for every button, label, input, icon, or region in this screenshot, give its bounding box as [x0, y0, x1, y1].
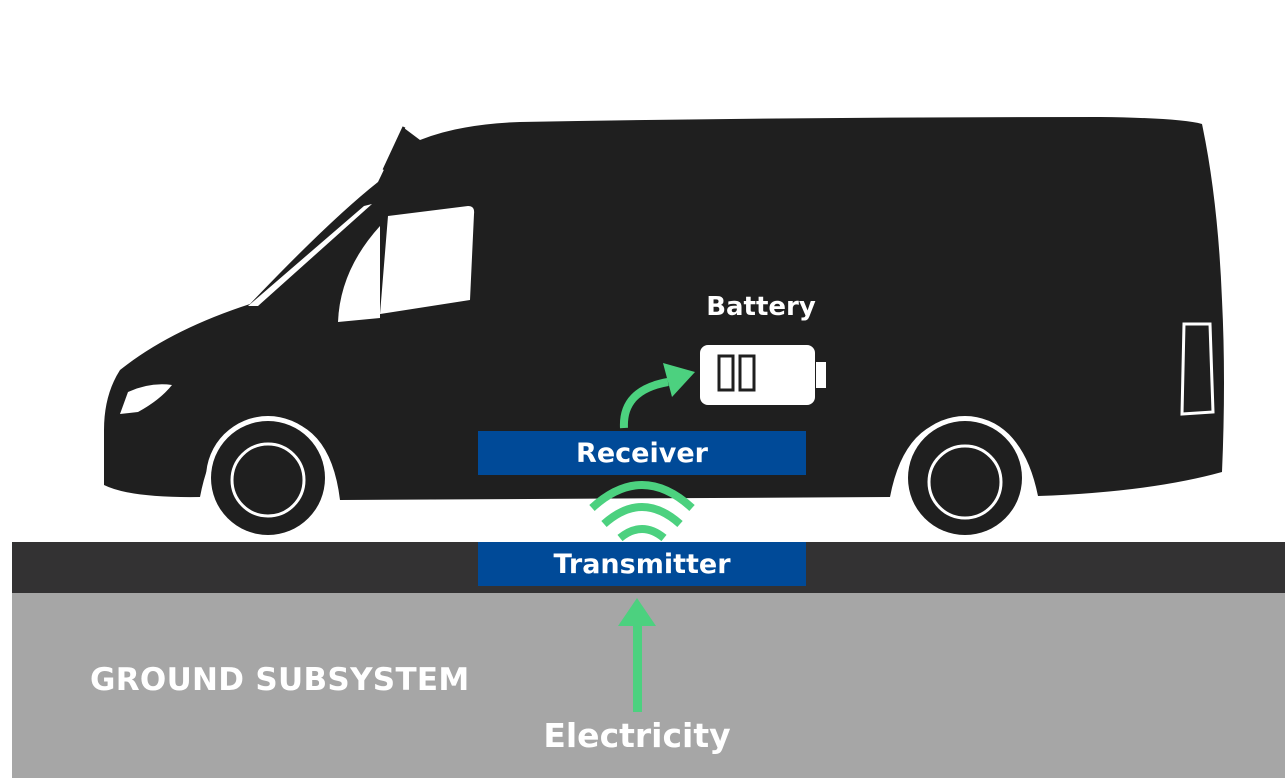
battery-icon: [700, 345, 826, 405]
side-window: [380, 206, 475, 314]
ground-subsystem-label: GROUND SUBSYSTEM: [90, 662, 470, 698]
van-antenna: [382, 126, 406, 171]
transmitter-label: Transmitter: [553, 548, 731, 580]
front-wheel: [206, 416, 330, 540]
curved-arrow-icon: [619, 363, 695, 429]
transmitter-pad: Transmitter: [478, 542, 806, 586]
electricity-label: Electricity: [543, 716, 731, 755]
rear-wheel: [903, 416, 1027, 540]
headlight: [120, 384, 172, 414]
van-silhouette: [104, 117, 1224, 540]
windshield-line: [248, 204, 372, 306]
receiver-label: Receiver: [576, 437, 708, 469]
tail-light: [1180, 322, 1215, 416]
battery-label: Battery: [706, 292, 816, 322]
arrow-up-icon: [618, 598, 656, 712]
wireless-signal-icon: [589, 481, 695, 542]
front-window: [338, 226, 380, 322]
van-body: [104, 117, 1224, 500]
receiver-pad: Receiver: [478, 431, 806, 475]
